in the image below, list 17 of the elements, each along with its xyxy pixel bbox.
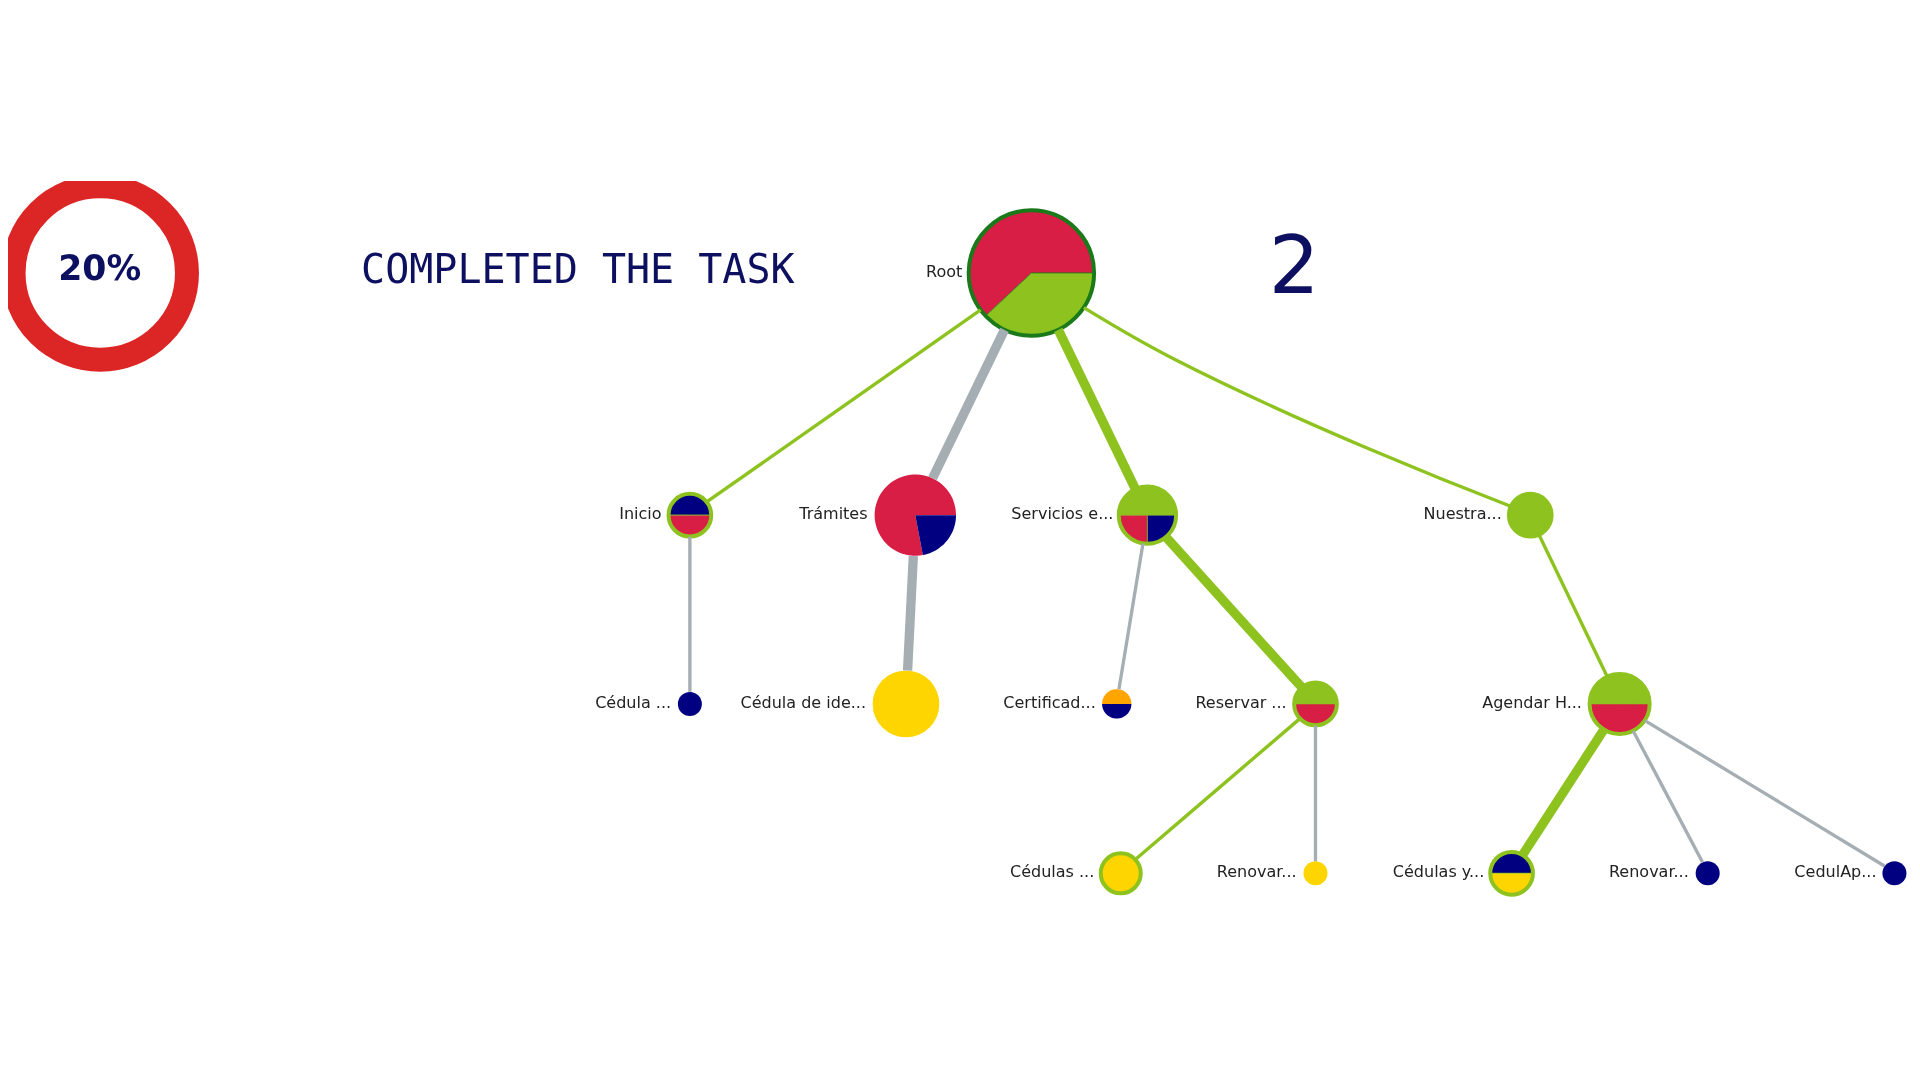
node-label: CedulAp... bbox=[1794, 861, 1877, 881]
node-label: Servicios e... bbox=[1011, 503, 1114, 523]
label: COMPLETED THE TASK bbox=[361, 245, 795, 292]
node-label: Agendar H... bbox=[1482, 692, 1582, 712]
node-label: Renovar... bbox=[1608, 861, 1689, 881]
node-label: Cédula de ide... bbox=[740, 692, 866, 712]
node-label: Renovar... bbox=[1216, 861, 1297, 881]
label: 2 bbox=[1268, 218, 1320, 312]
node-label: Reservar ... bbox=[1195, 692, 1287, 712]
node-label: Cédula ... bbox=[595, 692, 672, 712]
node-label: Certificad... bbox=[1003, 692, 1096, 712]
node-label: Inicio bbox=[619, 503, 662, 523]
node-label: Cédulas y... bbox=[1392, 861, 1485, 881]
node-label: Root bbox=[925, 261, 963, 281]
node-label: Cédulas ... bbox=[1010, 861, 1095, 881]
node-label: Trámites bbox=[799, 503, 868, 523]
node-label: Nuestra... bbox=[1423, 503, 1502, 523]
